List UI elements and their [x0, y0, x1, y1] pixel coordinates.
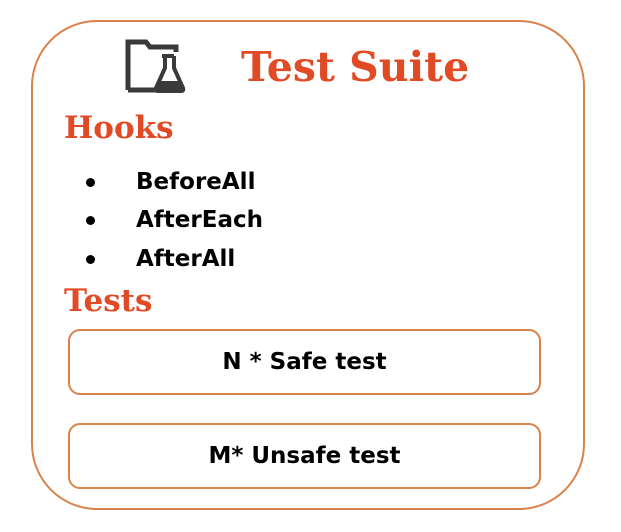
hooks-heading: Hooks [64, 110, 174, 146]
unsafe-test-box: M* Unsafe test [68, 423, 541, 489]
hook-label: AfterEach [136, 207, 263, 233]
test-suite-container [31, 20, 585, 510]
bullet-icon [86, 178, 95, 187]
tests-heading: Tests [64, 283, 153, 319]
safe-test-box: N * Safe test [68, 329, 541, 395]
suite-title: Test Suite [241, 43, 470, 91]
bullet-icon [86, 216, 95, 225]
hook-label: AfterAll [136, 246, 236, 272]
safe-test-label: N * Safe test [222, 349, 387, 375]
hook-label: BeforeAll [136, 169, 256, 195]
folder-flask-icon [125, 39, 186, 93]
bullet-icon [86, 255, 95, 264]
unsafe-test-label: M* Unsafe test [208, 443, 401, 469]
